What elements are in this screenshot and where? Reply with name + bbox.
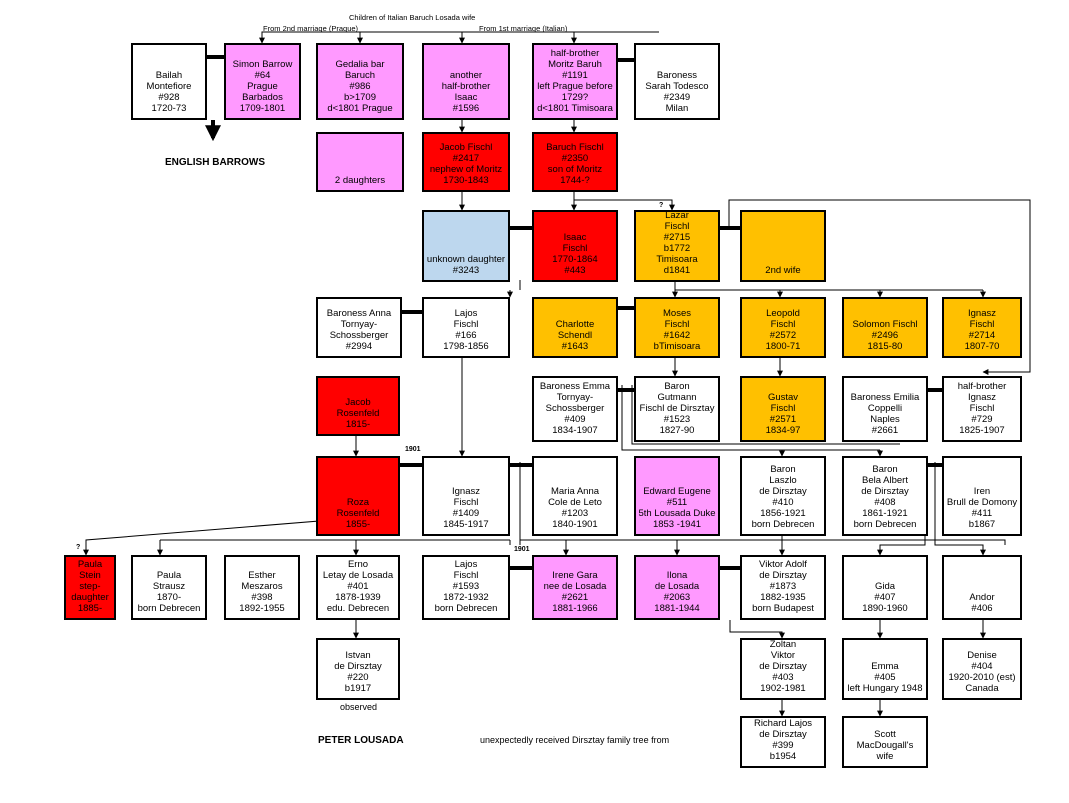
person-gustav-fischl: Gustav Fischl #2571 1834-97 bbox=[740, 376, 826, 442]
person-emilia-coppelli: Baroness Emilia Coppelli Naples #2661 bbox=[842, 376, 928, 442]
person-emma-405: Emma #405 left Hungary 1948 bbox=[842, 638, 928, 700]
second-marriage-label: From 2nd marriage (Prague) bbox=[263, 24, 359, 33]
person-ignasz-fischl-2714: Ignasz Fischl #2714 1807-70 bbox=[942, 297, 1022, 358]
person-baruch-fischl: Baruch Fischl #2350 son of Moritz 1744-? bbox=[532, 132, 618, 192]
person-baron-gutmann: Baron Gutmann Fischl de Dirsztay #1523 1… bbox=[634, 376, 720, 442]
person-lajos-fischl-1593: Lajos Fischl #1593 1872-1932 born Debrec… bbox=[422, 555, 510, 620]
person-two-daughters: 2 daughters bbox=[316, 132, 404, 192]
person-sarah-todesco: Baroness Sarah Todesco #2349 Milan bbox=[634, 43, 720, 120]
year-mark-1901-b: 1901 bbox=[514, 546, 530, 553]
person-roza-rosenfeld: Roza Rosenfeld 1855- bbox=[316, 456, 400, 536]
person-lazar-fischl: Lazar Fischl #2715 b1772 Timisoara d1841 bbox=[634, 210, 720, 282]
person-moritz-baruh: half-brother Moritz Baruh #1191 left Pra… bbox=[532, 43, 618, 120]
observed-label: observed bbox=[340, 702, 378, 712]
english-barrows-label: ENGLISH BARROWS bbox=[165, 157, 265, 168]
person-erno-letay: Erno Letay de Losada #401 1878-1939 edu.… bbox=[316, 555, 400, 620]
person-richard-lajos: Richard Lajos de Dirsztay #399 b1954 bbox=[740, 716, 826, 768]
question-mark-lazar: ? bbox=[659, 202, 664, 209]
peter-lousada-label: PETER LOUSADA bbox=[318, 735, 404, 746]
person-bailah-montefiore: Bailah Montefiore #928 1720-73 bbox=[131, 43, 207, 120]
person-irene-gara: Irene Gara nee de Losada #2621 1881-1966 bbox=[532, 555, 618, 620]
person-solomon-fischl: Solomon Fischl #2496 1815-80 bbox=[842, 297, 928, 358]
person-bela-albert: Baron Bela Albert de Dirsztay #408 1861-… bbox=[842, 456, 928, 536]
person-simon-barrow: Simon Barrow #64 Prague Barbados 1709-18… bbox=[224, 43, 301, 120]
person-paula-strausz: Paula Strausz 1870- born Debrecen bbox=[131, 555, 207, 620]
year-mark-1901-a: 1901 bbox=[405, 446, 421, 453]
person-andor: Andor #406 bbox=[942, 555, 1022, 620]
person-scott-macdougall-wife: Scott MacDougall's wife bbox=[842, 716, 928, 768]
first-marriage-label: From 1st marriage (Italian) bbox=[479, 24, 568, 33]
person-unknown-daughter: unknown daughter #3243 bbox=[422, 210, 510, 282]
person-laszlo-dirsztay: Baron Laszlo de Dirsztay #410 1856-1921 … bbox=[740, 456, 826, 536]
person-zoltan-viktor: Zoltan Viktor de Dirsztay #403 1902-1981 bbox=[740, 638, 826, 700]
person-paula-stein: Paula Stein step- daughter 1885- bbox=[64, 555, 116, 620]
person-gida: Gida #407 1890-1960 bbox=[842, 555, 928, 620]
person-charlotte-schendl: Charlotte Schendl #1643 bbox=[532, 297, 618, 358]
person-anna-tornyay: Baroness Anna Tornyay- Schossberger #299… bbox=[316, 297, 402, 358]
person-second-wife: 2nd wife bbox=[740, 210, 826, 282]
person-edward-eugene: Edward Eugene #511 5th Lousada Duke 1853… bbox=[634, 456, 720, 536]
person-isaac-fischl: Isaac Fischl 1770-1864 #443 bbox=[532, 210, 618, 282]
person-gedalia-bar-baruch: Gedalia bar Baruch #986 b>1709 d<1801 Pr… bbox=[316, 43, 404, 120]
person-isaac-half-brother: another half-brother Isaac #1596 bbox=[422, 43, 510, 120]
person-lajos-fischl-166: Lajos Fischl #166 1798-1856 bbox=[422, 297, 510, 358]
received-note: unexpectedly received Dirsztay family tr… bbox=[480, 735, 670, 745]
person-ignasz-fischl-729: half-brother Ignasz Fischl #729 1825-190… bbox=[942, 376, 1022, 442]
question-mark-paula: ? bbox=[76, 544, 81, 551]
person-ilona-de-losada: Ilona de Losada #2063 1881-1944 bbox=[634, 555, 720, 620]
person-jacob-rosenfeld: Jacob Rosenfeld 1815- bbox=[316, 376, 400, 436]
person-esther-meszaros: Esther Meszaros #398 1892-1955 bbox=[224, 555, 300, 620]
person-emma-tornyay: Baroness Emma Tornyay- Schossberger #409… bbox=[532, 376, 618, 442]
person-jacob-fischl: Jacob Fischl #2417 nephew of Moritz 1730… bbox=[422, 132, 510, 192]
person-iren-brull: Iren Brull de Domony #411 b1867 bbox=[942, 456, 1022, 536]
diagram-title: Children of Italian Baruch Losada wife bbox=[349, 13, 476, 22]
person-viktor-adolf: Viktor Adolf de Dirsztay #1873 1882-1935… bbox=[740, 555, 826, 620]
person-denise: Denise #404 1920-2010 (est) Canada bbox=[942, 638, 1022, 700]
person-istvan-dirsztay: Istvan de Dirsztay #220 b1917 bbox=[316, 638, 400, 700]
person-moses-fischl: Moses Fischl #1642 bTimisoara bbox=[634, 297, 720, 358]
person-maria-anna: Maria Anna Cole de Leto #1203 1840-1901 bbox=[532, 456, 618, 536]
person-leopold-fischl: Leopold Fischl #2572 1800-71 bbox=[740, 297, 826, 358]
person-ignasz-fischl-1409: Ignasz Fischl #1409 1845-1917 bbox=[422, 456, 510, 536]
